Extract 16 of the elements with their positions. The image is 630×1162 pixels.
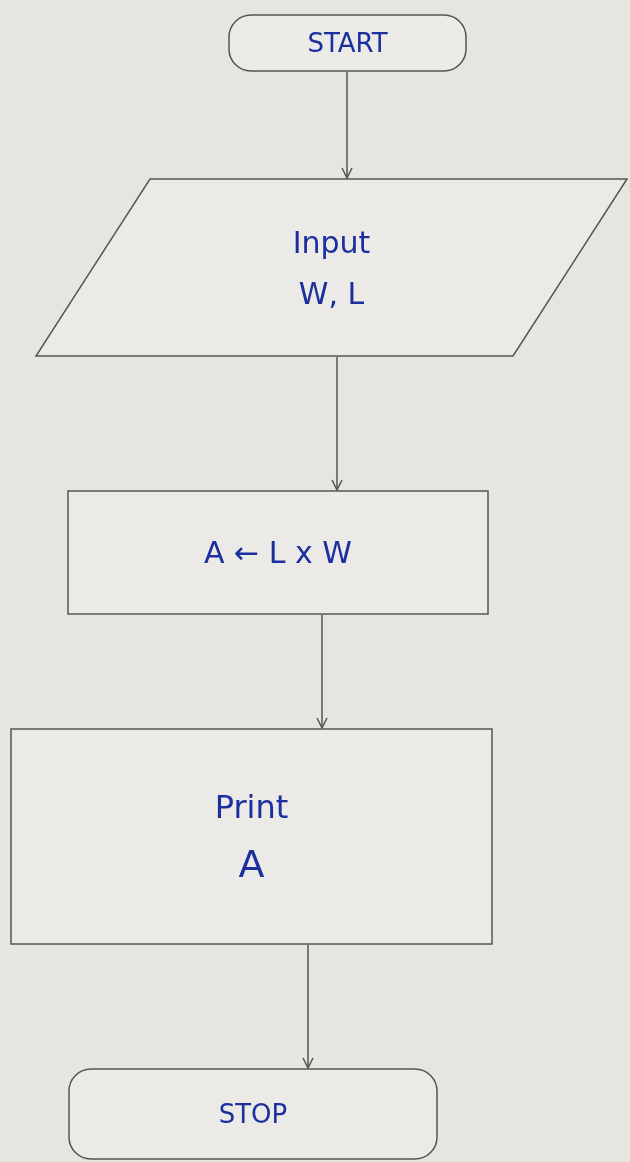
output-box bbox=[10, 728, 493, 945]
arrow bbox=[302, 944, 314, 1069]
process-box bbox=[67, 490, 489, 615]
node-label: STOP bbox=[218, 1099, 288, 1129]
node-value: W, L bbox=[298, 275, 365, 311]
input-parallelogram bbox=[35, 178, 628, 357]
arrow bbox=[316, 614, 328, 729]
start-terminal bbox=[228, 14, 467, 72]
node-label: A ← L x W bbox=[204, 535, 352, 570]
node-label: Input bbox=[292, 224, 371, 260]
arrow bbox=[331, 356, 343, 491]
node-label: START bbox=[307, 28, 388, 58]
node-label: Print bbox=[214, 787, 289, 826]
node-value: A bbox=[238, 841, 265, 886]
stop-terminal bbox=[68, 1068, 438, 1160]
arrow bbox=[341, 71, 353, 179]
